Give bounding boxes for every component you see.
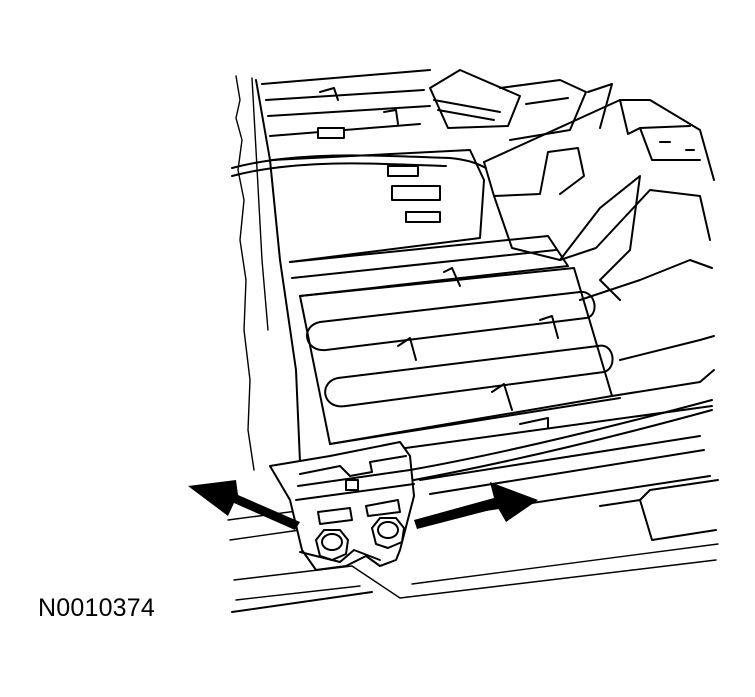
figure-id-label: N0010374 <box>38 594 155 622</box>
left-arrow <box>188 480 300 530</box>
right-bolt <box>371 517 405 549</box>
seat-bracket <box>429 69 715 397</box>
left-bolt <box>315 529 349 561</box>
right-arrow <box>414 482 538 529</box>
